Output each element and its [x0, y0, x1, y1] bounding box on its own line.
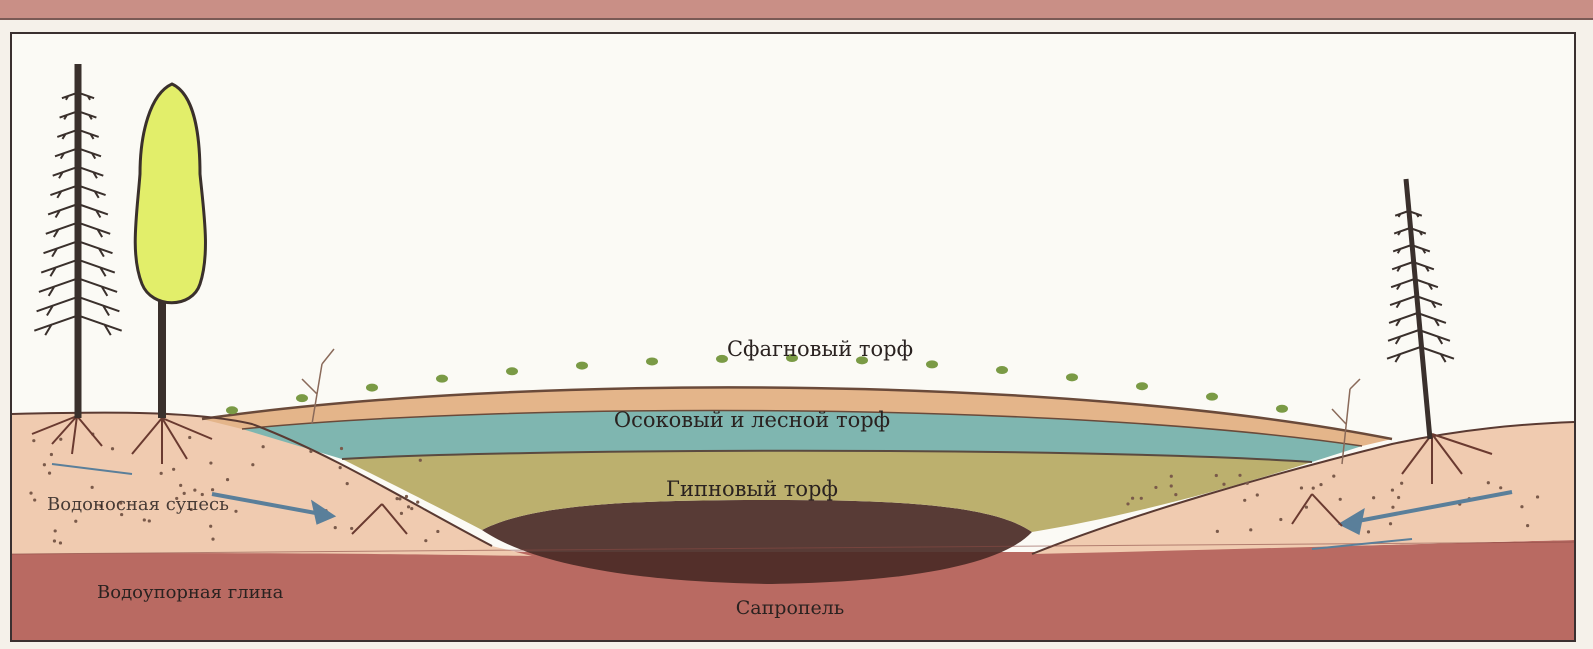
label-sedge-forest-peat: Осоковый и лесной торф	[614, 408, 890, 432]
label-aquifer-sandy-loam: Водоносная супесь	[47, 494, 229, 515]
label-sapropel: Сапропель	[736, 597, 844, 619]
label-clay: Водоупорная глина	[97, 582, 284, 603]
spruce-tree-left	[34, 64, 121, 418]
spruce-tree-right	[1387, 179, 1454, 439]
label-sphagnum-peat: Сфагновый торф	[727, 337, 913, 361]
bog-cross-section-diagram: Сфагновый торф Осоковый и лесной торф Ги…	[12, 34, 1574, 640]
birch-tree	[135, 84, 205, 418]
label-hypnum-peat: Гипновый торф	[666, 477, 838, 501]
diagram-frame: Сфагновый торф Осоковый и лесной торф Ги…	[10, 32, 1576, 642]
top-border-strip	[0, 0, 1593, 20]
